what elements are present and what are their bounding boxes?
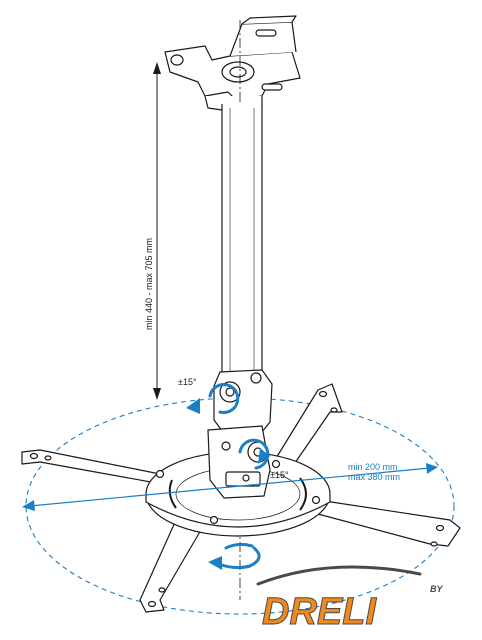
- height-dimension: [153, 62, 161, 400]
- arm-span-min-label: min 200 mm: [348, 462, 398, 472]
- tilt-arrow-upper: [208, 383, 240, 414]
- tilt-label-lower: ±15°: [270, 470, 289, 480]
- ceiling-bracket: [164, 15, 301, 113]
- tilt-arrow-lower: [238, 438, 270, 470]
- mounting-arms: [21, 383, 461, 613]
- tilt-arrow-upper-head: [186, 398, 200, 414]
- height-label: min 440 - max 705 mm: [144, 238, 154, 330]
- swivel-arrow-head: [208, 556, 222, 570]
- telescopic-pole: [221, 104, 263, 381]
- tilt-arrow-lower-head: [258, 448, 270, 464]
- arm-span-max-label: max 380 mm: [348, 472, 400, 482]
- swivel-arrow: [216, 542, 261, 570]
- logo-small-text: BY: [430, 584, 443, 594]
- dreli-logo: DRELI BY: [256, 565, 443, 634]
- arm-span-arrow-right: [426, 463, 438, 474]
- arm-span-arrow-left: [22, 500, 35, 511]
- arm-span-dimension: [29, 467, 431, 507]
- tilt-label-upper: ±15°: [178, 377, 197, 387]
- arm-lower-right: [317, 499, 461, 547]
- arm-span-ellipse: [25, 397, 455, 615]
- logo-main-text: DRELI: [262, 591, 377, 633]
- tilt-joint: [207, 369, 273, 499]
- arm-left: [21, 449, 163, 485]
